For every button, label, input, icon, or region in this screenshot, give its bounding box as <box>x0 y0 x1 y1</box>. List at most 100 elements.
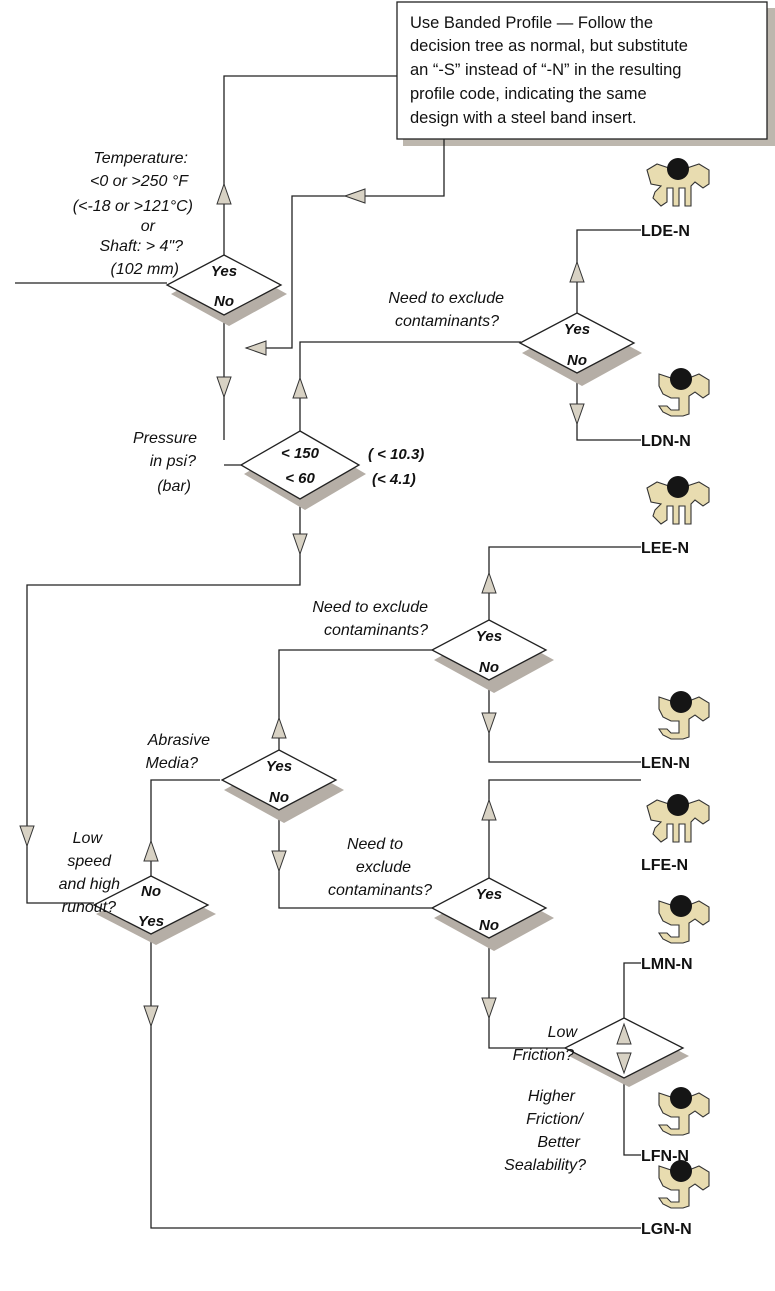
decision-exclude-contaminants-3: Yes No <box>430 877 554 951</box>
decision-exclude-contaminants-1: Yes No <box>518 312 642 386</box>
outcome-label: LDE-N <box>641 223 690 240</box>
arrow-up-icon <box>616 1022 632 1045</box>
svg-text:and high: and high <box>59 876 120 893</box>
outcome-label: LEN-N <box>641 755 690 772</box>
double-lip-seal-profile-icon <box>646 793 710 843</box>
svg-text:Need to: Need to <box>347 836 403 853</box>
svg-text:Need to exclude: Need to exclude <box>388 290 504 307</box>
single-lip-seal-profile-icon <box>658 894 710 944</box>
outcome-label: LGN-N <box>641 1221 692 1238</box>
outcome-label: LFE-N <box>641 857 688 874</box>
svg-text:Low: Low <box>73 830 104 847</box>
outcome-ldn: LDN-N <box>641 367 710 450</box>
decision-yes-label: Yes <box>266 758 292 775</box>
svg-text:Better: Better <box>537 1134 580 1151</box>
svg-text:(bar): (bar) <box>157 478 191 495</box>
question-exclude-contaminants-3: Need to exclude contaminants? <box>328 836 432 899</box>
svg-text:Friction/: Friction/ <box>526 1111 584 1128</box>
outcome-lee: LEE-N <box>641 475 710 557</box>
arrow-left-icon <box>244 340 267 356</box>
svg-text:Friction?: Friction? <box>513 1047 574 1064</box>
single-lip-seal-profile-icon <box>658 367 710 417</box>
arrow-down-icon <box>19 825 35 848</box>
single-lip-seal-profile-icon <box>658 1159 710 1209</box>
outcome-lde: LDE-N <box>641 157 710 240</box>
svg-text:contaminants?: contaminants? <box>328 882 432 899</box>
arrow-down-icon <box>143 1005 159 1028</box>
outcome-lmn: LMN-N <box>641 894 710 973</box>
double-lip-seal-profile-icon <box>646 475 710 525</box>
svg-text:Pressure: Pressure <box>133 430 197 447</box>
outcome-lfe: LFE-N <box>641 793 710 874</box>
svg-text:(102 mm): (102 mm) <box>111 261 179 278</box>
svg-text:Sealability?: Sealability? <box>504 1157 586 1174</box>
decision-no-label: No <box>479 917 499 934</box>
arrow-up-icon <box>481 571 497 594</box>
arrow-up-icon <box>271 716 287 739</box>
outcome-label: LFN-N <box>641 1148 689 1165</box>
arrow-left-icon <box>343 188 366 204</box>
decision-friction <box>563 1017 689 1087</box>
decision-yes-label: Yes <box>476 628 502 645</box>
svg-text:Media?: Media? <box>146 755 199 772</box>
question-temperature: Temperature: <0 or >250 °F (<-18 or >121… <box>73 150 193 278</box>
arrow-down-icon <box>481 997 497 1020</box>
pressure-high-label: < 150 <box>281 445 320 462</box>
decision-abrasive-media: Yes No <box>220 749 344 823</box>
decision-no-label: No <box>479 659 499 676</box>
arrow-down-icon <box>481 712 497 735</box>
svg-text:Need to exclude: Need to exclude <box>312 599 428 616</box>
flow-arrows <box>19 182 585 1028</box>
single-lip-seal-profile-icon <box>658 1086 710 1136</box>
decision-no-label: No <box>214 293 234 310</box>
arrow-up-icon <box>569 260 585 283</box>
arrow-down-icon <box>616 1052 632 1075</box>
question-pressure: Pressure in psi? (bar) <box>133 430 197 495</box>
svg-text:contaminants?: contaminants? <box>324 622 428 639</box>
question-higher-friction: Higher Friction/ Better Sealability? <box>504 1088 586 1174</box>
svg-text:Temperature:: Temperature: <box>93 150 188 167</box>
svg-text:in psi?: in psi? <box>150 453 196 470</box>
svg-text:(<-18 or >121°C): (<-18 or >121°C) <box>73 198 193 215</box>
banded-profile-note: Use Banded Profile — Follow the decision… <box>396 1 775 146</box>
note-line-4: profile code, indicating the same <box>410 85 647 103</box>
note-line-5: design with a steel band insert. <box>410 109 637 127</box>
outcome-label: LEE-N <box>641 540 689 557</box>
arrow-down-icon <box>216 376 232 399</box>
decision-no-label: No <box>567 352 587 369</box>
svg-text:Abrasive: Abrasive <box>147 732 210 749</box>
note-line-3: an “-S” instead of “-N” in the resulting <box>410 61 681 79</box>
arrow-down-icon <box>292 533 308 556</box>
arrow-down-icon <box>569 403 585 426</box>
decision-yes-label: Yes <box>211 263 237 280</box>
pressure-high-bar-label: ( < 10.3) <box>368 446 424 463</box>
decision-pressure: < 150 < 60 ( < 10.3) (< 4.1) <box>239 430 424 510</box>
question-low-friction: Low Friction? <box>513 1024 579 1064</box>
arrow-up-icon <box>216 182 232 205</box>
pressure-low-bar-label: (< 4.1) <box>372 471 416 488</box>
decision-no-label: No <box>141 883 161 900</box>
outcome-lfn: LFN-N <box>641 1086 710 1165</box>
outcome-label: LMN-N <box>641 956 693 973</box>
question-exclude-contaminants-2: Need to exclude contaminants? <box>312 599 428 639</box>
outcome-label: LDN-N <box>641 433 691 450</box>
svg-text:exclude: exclude <box>356 859 411 876</box>
arrow-up-icon <box>143 839 159 862</box>
svg-text:Shaft: > 4"?: Shaft: > 4"? <box>99 238 183 255</box>
note-line-2: decision tree as normal, but substitute <box>410 37 688 55</box>
decision-no-label: No <box>269 789 289 806</box>
single-lip-seal-profile-icon <box>658 690 710 740</box>
note-line-1: Use Banded Profile — Follow the <box>410 14 653 32</box>
svg-text:contaminants?: contaminants? <box>395 313 499 330</box>
question-low-speed-runout: Low speed and high runout? <box>59 830 120 916</box>
decision-temperature: Yes No <box>165 254 287 326</box>
decision-yes-label: Yes <box>476 886 502 903</box>
svg-text:runout?: runout? <box>62 899 116 916</box>
question-exclude-contaminants-1: Need to exclude contaminants? <box>388 290 504 330</box>
decision-exclude-contaminants-2: Yes No <box>430 619 554 693</box>
decision-low-speed-runout: No Yes <box>92 875 216 945</box>
svg-text:<0 or >250 °F: <0 or >250 °F <box>90 173 189 190</box>
svg-text:Low: Low <box>548 1024 579 1041</box>
decision-yes-label: Yes <box>138 913 164 930</box>
